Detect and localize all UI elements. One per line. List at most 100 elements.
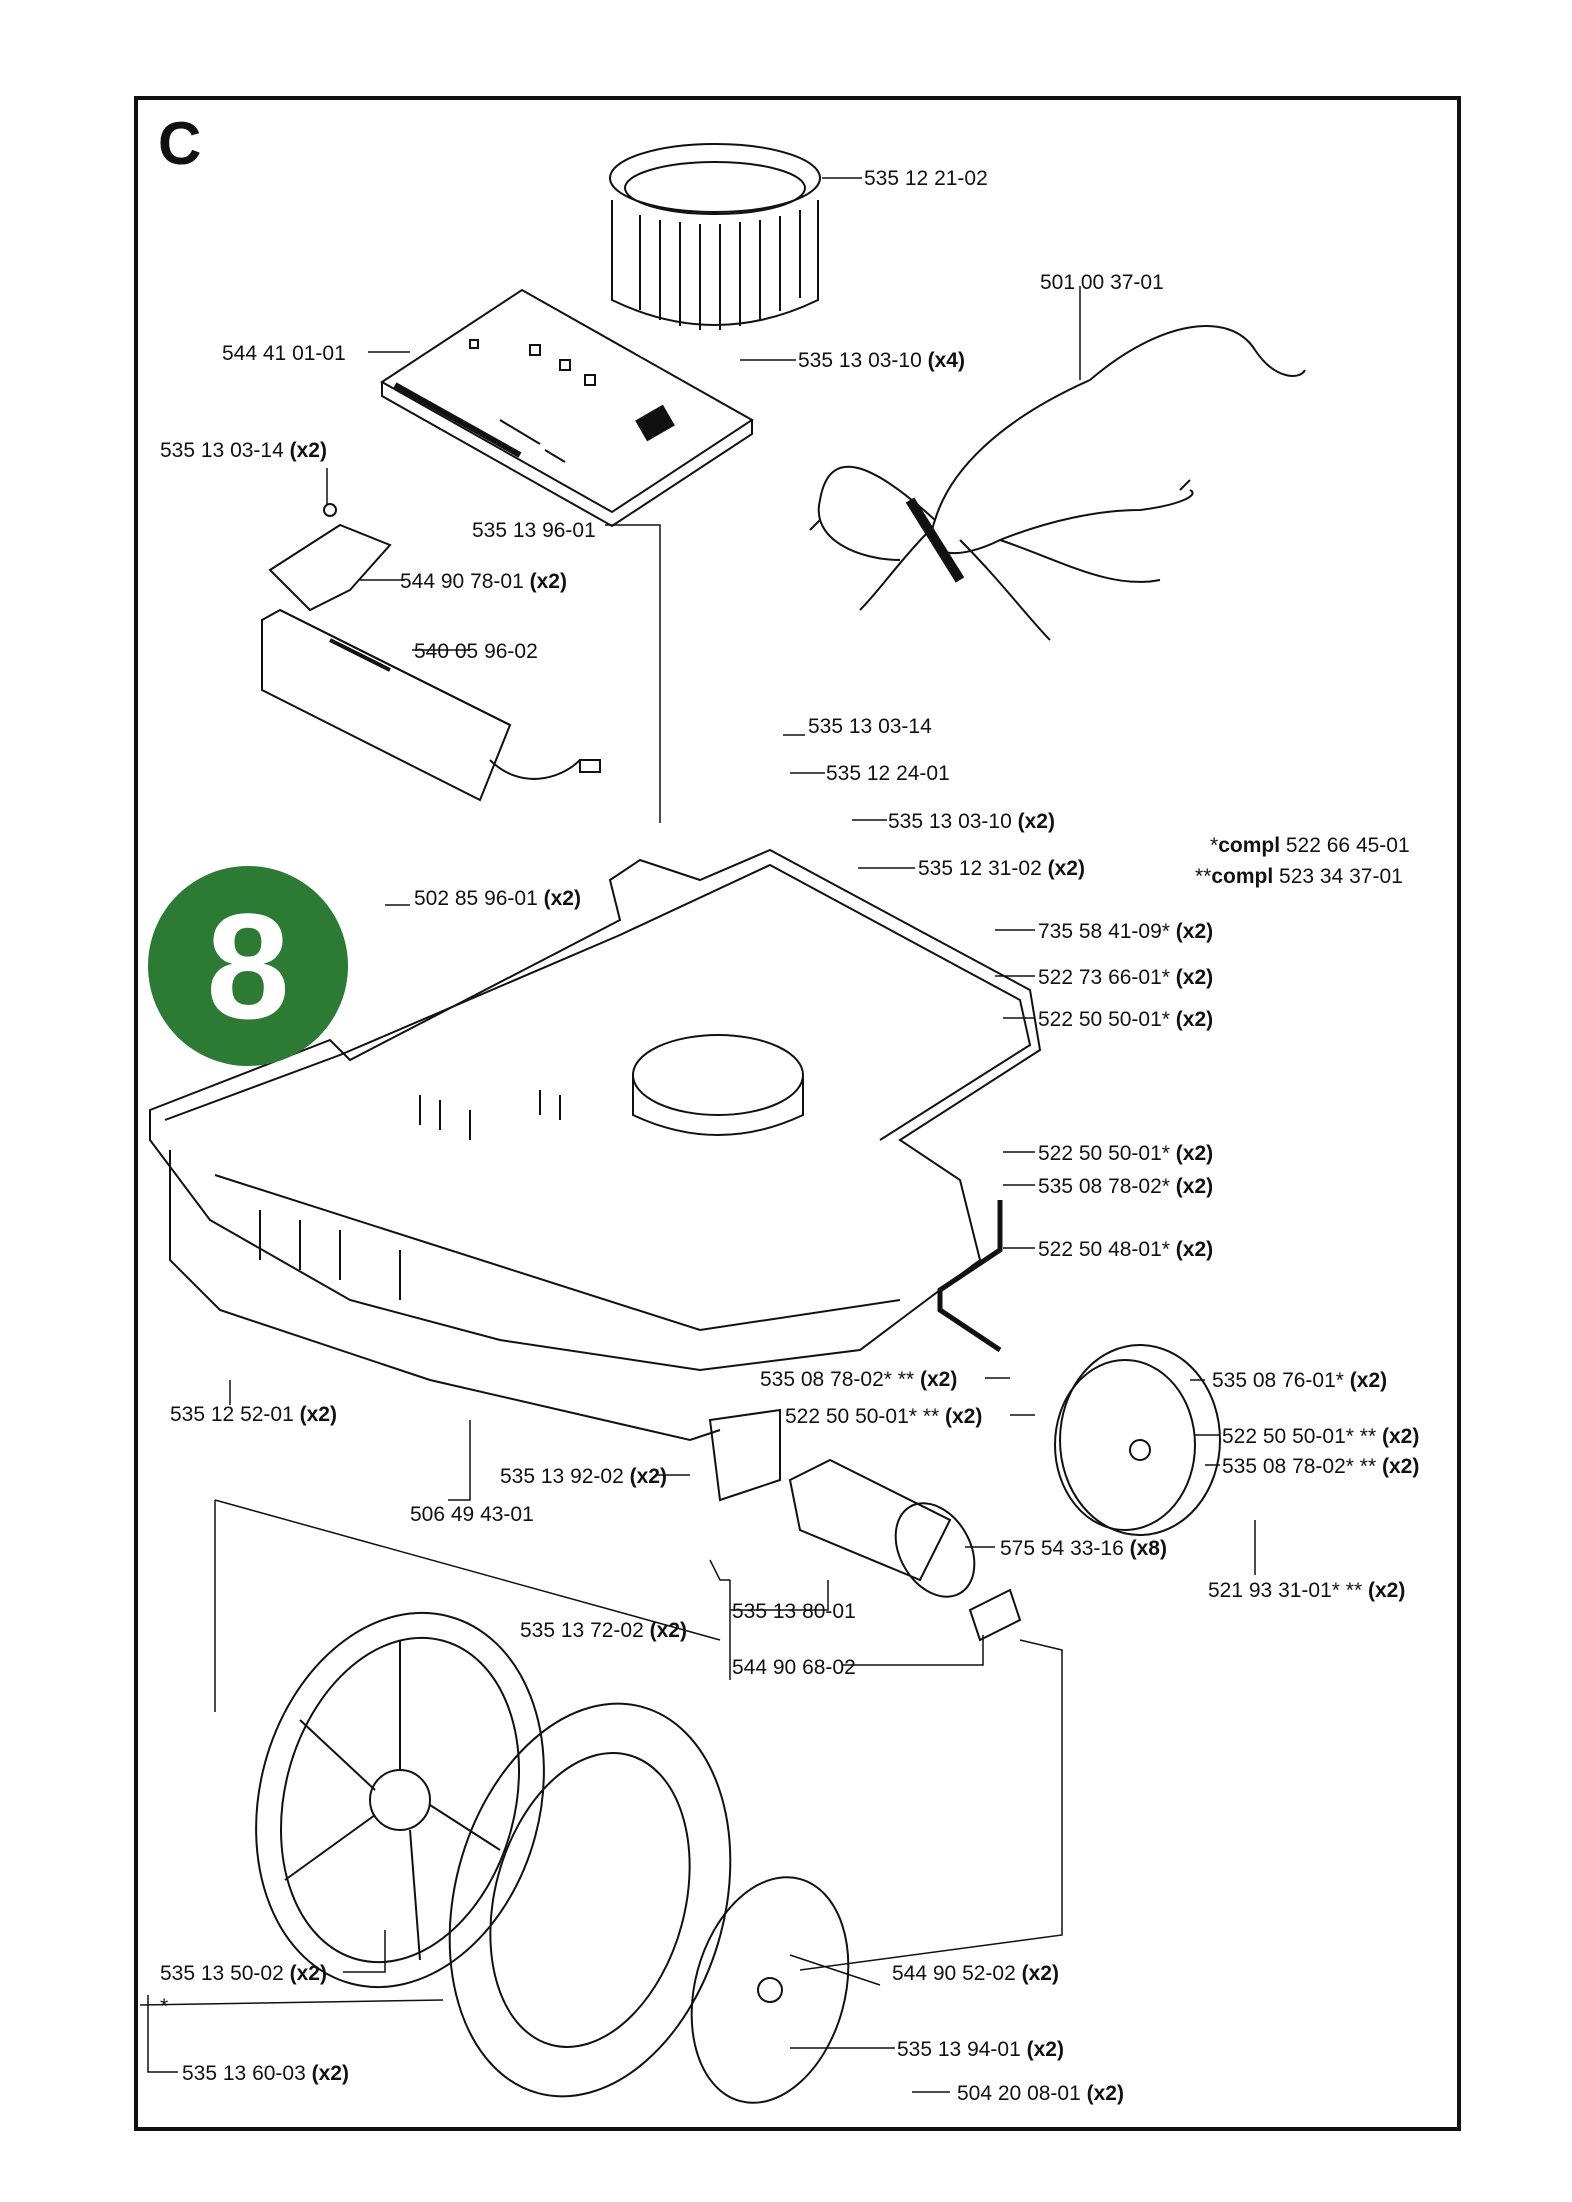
wiring-harness-drawing — [809, 325, 1306, 641]
part-quantity: (x2) — [1381, 1425, 1420, 1448]
part-label: 544 90 78-01 (x2) — [400, 571, 567, 592]
part-label: 504 20 08-01 (x2) — [957, 2083, 1124, 2104]
part-number: 501 00 37-01 — [1040, 271, 1164, 294]
wheel-shaft-drawing — [937, 1200, 1003, 1353]
part-label: 535 12 24-01 — [826, 763, 950, 784]
part-number: 535 13 96-01 — [472, 519, 596, 542]
part-label: 575 54 33-16 (x8) — [1000, 1538, 1167, 1559]
part-label: 535 13 03-14 — [808, 716, 932, 737]
part-number: 535 13 03-10 — [888, 810, 1012, 833]
part-quantity: (x2) — [1175, 920, 1214, 943]
part-label: 535 08 78-02* ** (x2) — [1222, 1456, 1419, 1477]
drive-motor-drawing — [708, 1408, 1022, 1642]
part-number: 540 05 96-02 — [414, 640, 538, 663]
part-label: 535 13 96-01 — [472, 520, 596, 541]
legend-mark: * — [1210, 834, 1219, 857]
part-number: 535 12 21-02 — [864, 167, 988, 190]
legend-part: 523 34 37-01 — [1279, 865, 1403, 888]
part-label: 535 13 72-02 (x2) — [520, 1620, 687, 1641]
part-quantity: (x2) — [289, 439, 327, 462]
legend-word: compl — [1218, 834, 1281, 857]
part-number: 502 85 96-01 — [414, 887, 538, 910]
part-label: 501 00 37-01 — [1040, 272, 1164, 293]
part-quantity: (x2) — [649, 1619, 687, 1642]
section-number-badge: 8 — [148, 866, 348, 1066]
part-number: 544 90 68-02 — [732, 1656, 856, 1679]
legend-word: compl — [1211, 865, 1274, 888]
part-number: 535 13 94-01 — [897, 2038, 1021, 2061]
part-quantity: (x2) — [289, 1962, 327, 1985]
part-number: 535 12 24-01 — [826, 762, 950, 785]
part-quantity: (x2) — [1175, 1238, 1214, 1261]
part-quantity: (x2) — [1175, 1175, 1214, 1198]
part-number: * — [160, 1995, 169, 2018]
part-quantity: (x2) — [1175, 1008, 1214, 1031]
part-label: 535 08 76-01* (x2) — [1212, 1370, 1387, 1391]
part-number: 504 20 08-01 — [957, 2082, 1081, 2105]
part-quantity: (x2) — [1367, 1579, 1406, 1602]
part-quantity: (x2) — [1175, 1142, 1214, 1165]
part-number: 522 50 50-01* ** — [785, 1405, 940, 1428]
battery-drawing — [261, 608, 601, 802]
part-label: 535 13 03-10 (x4) — [798, 350, 965, 371]
rear-wheel-drawing — [255, 1611, 850, 2104]
part-quantity: (x2) — [1017, 810, 1055, 833]
part-label: 522 50 50-01* ** (x2) — [1222, 1426, 1419, 1447]
part-label: 535 13 50-02 (x2) — [160, 1963, 327, 1984]
part-quantity: (x2) — [1175, 966, 1214, 989]
part-label: 540 05 96-02 — [414, 641, 538, 662]
part-number: 535 13 80-01 — [732, 1600, 856, 1623]
part-number: 522 50 50-01* — [1038, 1142, 1170, 1165]
part-quantity: (x2) — [944, 1405, 983, 1428]
part-label: 735 58 41-09* (x2) — [1038, 921, 1213, 942]
part-quantity: (x2) — [529, 570, 567, 593]
part-label: 535 13 03-14 (x2) — [160, 440, 327, 461]
part-label: 535 12 31-02 (x2) — [918, 858, 1085, 879]
part-number: 535 12 52-01 — [170, 1403, 294, 1426]
circuit-board-drawing — [380, 288, 754, 528]
legend-mark: ** — [1195, 865, 1212, 888]
part-quantity: (x8) — [1129, 1537, 1167, 1560]
part-label: 522 50 48-01* (x2) — [1038, 1239, 1213, 1260]
chassis-drawing — [149, 848, 1042, 1442]
part-number: 535 08 78-02* ** — [760, 1368, 915, 1391]
part-label: 535 13 92-02 (x2) — [500, 1466, 667, 1487]
part-number: 535 13 60-03 — [182, 2062, 306, 2085]
part-quantity: (x4) — [927, 349, 965, 372]
part-quantity: (x2) — [311, 2062, 349, 2085]
part-number: 522 73 66-01* — [1038, 966, 1170, 989]
part-number: 535 13 72-02 — [520, 1619, 644, 1642]
part-label: 535 08 78-02* ** (x2) — [760, 1369, 957, 1390]
part-number: 522 50 50-01* ** — [1222, 1425, 1377, 1448]
part-label: 522 73 66-01* (x2) — [1038, 967, 1213, 988]
part-label: 535 13 94-01 (x2) — [897, 2039, 1064, 2060]
part-number: 521 93 31-01* ** — [1208, 1579, 1363, 1602]
part-number: 735 58 41-09* — [1038, 920, 1170, 943]
part-number: 535 12 31-02 — [918, 857, 1042, 880]
part-number: 535 08 76-01* — [1212, 1369, 1344, 1392]
part-label: 522 50 50-01* (x2) — [1038, 1009, 1213, 1030]
part-quantity: (x2) — [1021, 1962, 1059, 1985]
diagram-frame — [134, 96, 1461, 2131]
part-label: 535 13 03-10 (x2) — [888, 811, 1055, 832]
part-quantity: (x2) — [1381, 1455, 1420, 1478]
part-number: 506 49 43-01 — [410, 1503, 534, 1526]
part-quantity: (x2) — [1086, 2082, 1124, 2105]
part-number: 535 13 50-02 — [160, 1962, 284, 1985]
part-label: 544 90 68-02 — [732, 1657, 856, 1678]
part-label: 544 41 01-01 — [222, 343, 346, 364]
part-label: 535 13 60-03 (x2) — [182, 2063, 349, 2084]
part-number: 522 50 48-01* — [1038, 1238, 1170, 1261]
part-number: 535 13 92-02 — [500, 1465, 624, 1488]
part-quantity: (x2) — [629, 1465, 667, 1488]
part-number: 544 41 01-01 — [222, 342, 346, 365]
part-label: 535 12 52-01 (x2) — [170, 1404, 337, 1425]
part-quantity: (x2) — [1026, 2038, 1064, 2061]
section-letter: C — [158, 110, 202, 177]
front-wheel-drawing — [1054, 1344, 1221, 1536]
part-number: 544 90 78-01 — [400, 570, 524, 593]
part-label: 522 50 50-01* (x2) — [1038, 1143, 1213, 1164]
part-label: 535 13 80-01 — [732, 1601, 856, 1622]
part-quantity: (x2) — [543, 887, 581, 910]
